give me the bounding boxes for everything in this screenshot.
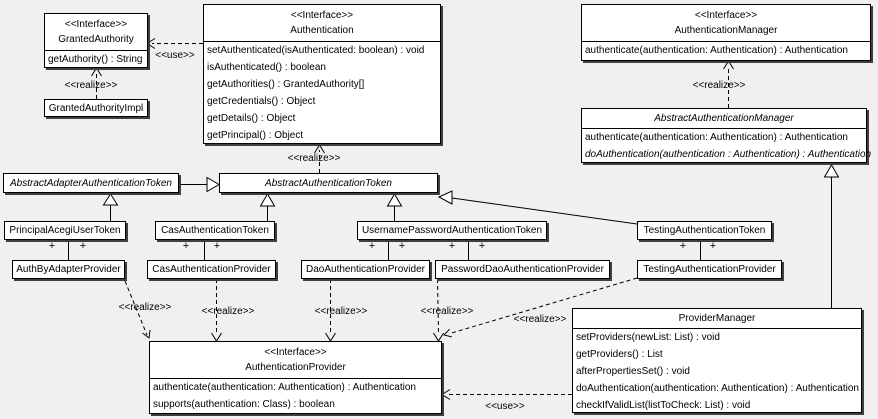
class-name: ProviderManager (573, 309, 861, 329)
class-name: PasswordDaoAuthenticationProvider (441, 264, 604, 275)
realize-label: <<realize>> (64, 80, 118, 91)
association-plus: + (448, 240, 456, 252)
method: getCredentials() : Object (207, 96, 316, 107)
association-plus: + (213, 240, 221, 252)
class-name: TestingAuthenticationProvider (643, 264, 776, 275)
association-plus: + (478, 240, 486, 252)
realize-label: <<realize>> (201, 306, 255, 317)
association-plus: + (48, 240, 56, 252)
class-testing-authentication-provider[interactable]: TestingAuthenticationProvider (637, 260, 782, 279)
realize-label: <<realize>> (118, 302, 172, 313)
realize-label: <<realize>> (420, 306, 474, 317)
realize-label: <<realize>> (314, 306, 368, 317)
association-plus: + (709, 240, 717, 252)
class-name: Authentication (290, 25, 354, 36)
realize-label: <<realize>> (513, 314, 567, 325)
stereotype-label: <<Interface>> (290, 10, 354, 21)
generalization-providermanager-to-abstract-authentication-manager (823, 164, 840, 308)
class-principal-acegi-user-token[interactable]: PrincipalAcegiUserToken (4, 221, 126, 240)
class-name: AuthByAdapterProvider (16, 264, 121, 275)
class-name: GrantedAuthorityImpl (48, 102, 144, 114)
class-name: DaoAuthenticationProvider (306, 264, 425, 275)
class-testing-authentication-token[interactable]: TestingAuthenticationToken (637, 221, 772, 240)
method: getDetails() : Object (207, 113, 296, 124)
realize-label: <<realize>> (287, 153, 341, 164)
generalization-testing-token-to-abstract-token (437, 190, 638, 225)
association-plus: + (79, 240, 87, 252)
class-granted-authority[interactable]: <<Interface>> GrantedAuthority getAuthor… (44, 13, 148, 68)
class-authentication-provider[interactable]: <<Interface>> AuthenticationProvider aut… (149, 341, 442, 414)
association-plus: + (679, 240, 687, 252)
method: getAuthority() : String (48, 54, 143, 65)
class-authentication[interactable]: <<Interface>> Authentication setAuthenti… (203, 4, 441, 144)
generalization-cas-token-to-abstract-token (259, 193, 276, 221)
class-abstract-authentication-token[interactable]: AbstractAuthenticationToken (219, 173, 438, 193)
class-dao-authentication-provider[interactable]: DaoAuthenticationProvider (301, 260, 430, 279)
class-name: GrantedAuthority (58, 34, 134, 45)
use-authentication-to-grantedauthority (146, 38, 203, 49)
realize-authbyadapter-to-authentication-provider (124, 280, 151, 339)
class-authentication-manager[interactable]: <<Interface>> AuthenticationManager auth… (581, 4, 871, 61)
realize-abstract-token-to-authentication (314, 144, 325, 173)
method: getProviders() : List (576, 349, 663, 360)
method: supports(authentication: Class) : boolea… (153, 399, 335, 410)
class-name: CasAuthenticationProvider (152, 264, 271, 275)
method: getAuthorities() : GrantedAuthority[] (207, 79, 365, 90)
method: authenticate(authentication: Authenticat… (585, 45, 848, 56)
class-password-dao-authentication-provider[interactable]: PasswordDaoAuthenticationProvider (435, 260, 610, 279)
association-plus: + (182, 240, 190, 252)
generalization-adapter-token-to-abstract-token (179, 176, 220, 193)
class-granted-authority-impl[interactable]: GrantedAuthorityImpl (44, 99, 148, 117)
class-name: AbstractAuthenticationToken (265, 177, 392, 189)
class-cas-authentication-provider[interactable]: CasAuthenticationProvider (147, 260, 276, 279)
class-auth-by-adapter-provider[interactable]: AuthByAdapterProvider (12, 260, 125, 279)
stereotype-label: <<Interface>> (64, 19, 128, 30)
class-abstract-authentication-manager[interactable]: AbstractAuthenticationManager authentica… (581, 108, 872, 163)
association-plus: + (398, 240, 406, 252)
stereotype-label: <<Interface>> (694, 10, 758, 21)
class-name: TestingAuthenticationToken (643, 225, 766, 236)
realize-abstract-manager-to-authentication-manager (723, 60, 734, 108)
use-label: <<use>> (485, 401, 525, 412)
method: doAuthentication(authentication : Authen… (585, 149, 872, 160)
association-plus: + (368, 240, 376, 252)
class-name: UsernamePasswordAuthenticationToken (361, 225, 543, 236)
use-providermanager-to-authentication-provider (441, 389, 572, 400)
class-name: AbstractAuthenticationManager (582, 109, 866, 129)
class-name: AuthenticationProvider (245, 362, 346, 373)
use-label: <<use>> (155, 50, 195, 61)
realize-testing-provider-to-authentication-provider (443, 277, 638, 338)
method: authenticate(authentication: Authenticat… (153, 382, 416, 393)
method: isAuthenticated() : boolean (207, 62, 326, 73)
realize-label: <<realize>> (692, 80, 746, 91)
class-name: AuthenticationManager (674, 25, 778, 36)
class-username-password-authentication-token[interactable]: UsernamePasswordAuthenticationToken (357, 221, 547, 240)
class-name: AbstractAdapterAuthenticationToken (10, 177, 172, 189)
generalization-principal-to-adapter-token (102, 193, 119, 221)
class-name: PrincipalAcegiUserToken (9, 225, 121, 236)
class-abstract-adapter-authentication-token[interactable]: AbstractAdapterAuthenticationToken (3, 173, 179, 193)
method: setAuthenticated(isAuthenticated: boolea… (207, 45, 425, 56)
stereotype-label: <<Interface>> (264, 347, 327, 358)
class-cas-authentication-token[interactable]: CasAuthenticationToken (155, 221, 275, 240)
class-name: CasAuthenticationToken (161, 225, 269, 236)
method: checkIfValidList(listToCheck: List) : vo… (576, 400, 751, 411)
method: authenticate(authentication: Authenticat… (585, 132, 848, 143)
method: doAuthentication(authentication: Authent… (576, 383, 859, 394)
method: getPrincipal() : Object (207, 130, 304, 141)
method: setProviders(newList: List) : void (576, 332, 720, 343)
class-provider-manager[interactable]: ProviderManager setProviders(newList: Li… (572, 308, 862, 413)
generalization-usernamepassword-token-to-abstract-token (386, 193, 403, 221)
realize-grantedauthorityimpl-to-grantedauthority (91, 67, 102, 99)
method: afterPropertiesSet() : void (576, 366, 690, 377)
